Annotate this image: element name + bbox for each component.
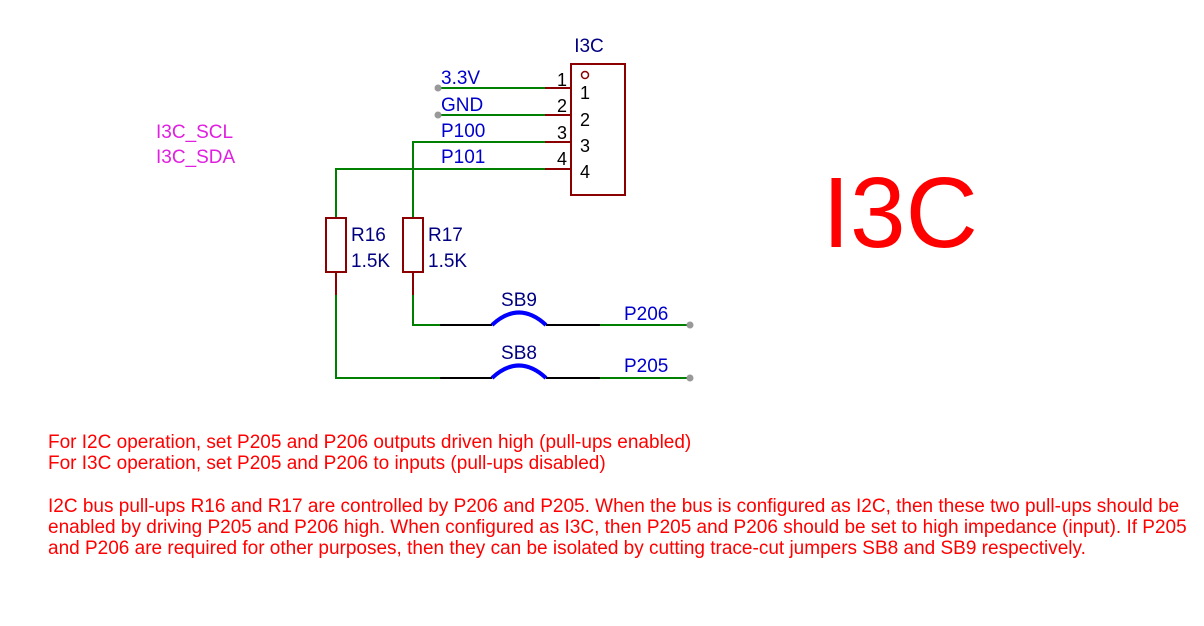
- net-end-dots: [434, 84, 694, 382]
- signal-name-scl: I3C_SCL: [156, 122, 233, 143]
- connector-body: [570, 63, 626, 196]
- connector-ref: I3C: [574, 36, 604, 57]
- pin-number-1: 1: [557, 70, 567, 90]
- net-label-gnd: GND: [441, 95, 483, 116]
- pin1-marker-icon: [580, 70, 590, 80]
- pin-number-2: 2: [557, 96, 567, 116]
- resistor-bodies: [325, 217, 424, 295]
- pin-label-1: 1: [580, 83, 590, 103]
- pin-label-2: 2: [580, 110, 590, 130]
- pin-number-3: 3: [557, 123, 567, 143]
- resistor-value-r17: 1.5K: [428, 251, 467, 272]
- jumper-arc-sb9: [490, 310, 548, 327]
- net-label-p101: P101: [441, 147, 485, 168]
- pin-leads: [545, 87, 571, 170]
- pin-number-4: 4: [557, 149, 567, 169]
- note-i2c-line: For I2C operation, set P205 and P206 out…: [48, 432, 692, 453]
- pin-label-3: 3: [580, 136, 590, 156]
- config-notes: For I2C operation, set P205 and P206 out…: [48, 432, 691, 474]
- jumper-ref-sb9: SB9: [501, 290, 537, 311]
- wires: [335, 87, 690, 379]
- jumper-ref-sb8: SB8: [501, 343, 537, 364]
- net-label-p205: P205: [624, 356, 668, 377]
- net-label-3v3: 3.3V: [441, 68, 480, 89]
- resistor-ref-r16: R16: [351, 225, 386, 246]
- jumper-leads: [440, 324, 600, 379]
- pin-label-4: 4: [580, 162, 590, 182]
- note-paragraph: I2C bus pull-ups R16 and R17 are control…: [48, 496, 1187, 559]
- signal-name-sda: I3C_SDA: [156, 147, 236, 168]
- big-title: I3C: [822, 157, 978, 269]
- resistor-value-r16: 1.5K: [351, 251, 390, 272]
- jumper-arc-sb8: [490, 363, 548, 380]
- pullup-explanation: I2C bus pull-ups R16 and R17 are control…: [48, 496, 1198, 559]
- note-i3c-line: For I3C operation, set P205 and P206 to …: [48, 453, 606, 474]
- net-label-p206: P206: [624, 304, 668, 325]
- net-label-p100: P100: [441, 121, 485, 142]
- resistor-ref-r17: R17: [428, 225, 463, 246]
